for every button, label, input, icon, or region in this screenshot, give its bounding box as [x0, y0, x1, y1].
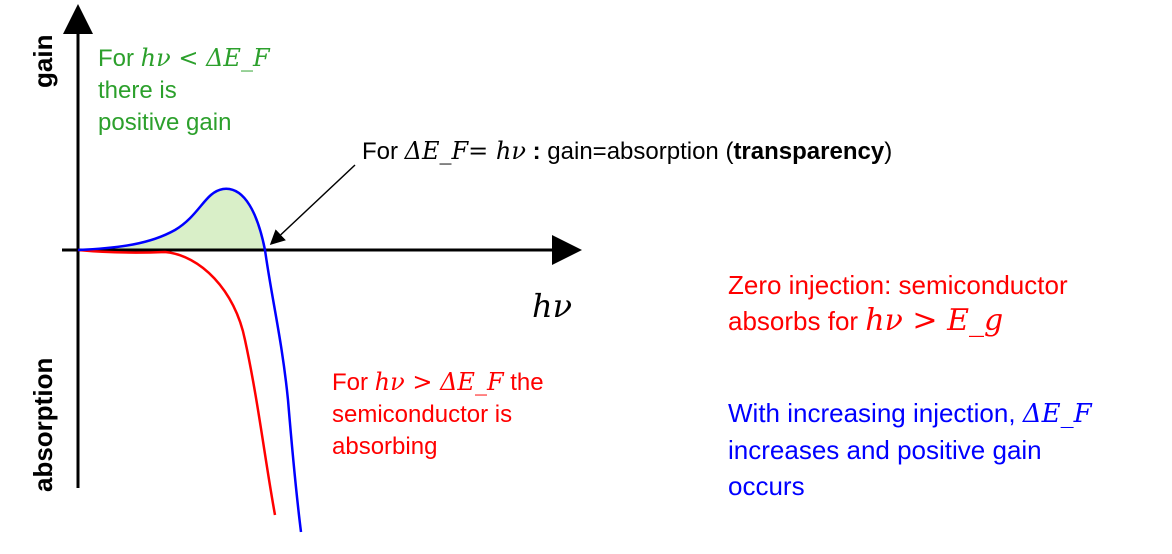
transparency-note: For ΔE_F= hν : gain=absorption (transpar… — [362, 137, 893, 165]
y-axis-absorption-label: absorption — [28, 357, 58, 492]
increasing-injection-note: With increasing injection, ΔE_F increase… — [728, 398, 1092, 501]
transparency-arrow — [269, 164, 356, 246]
y-axis-gain-label: gain — [28, 34, 58, 88]
injection-curve — [77, 187, 303, 533]
positive-gain-area — [78, 188, 265, 250]
absorbing-note: For hν > ΔE_F the semiconductor is absor… — [332, 368, 544, 460]
positive-gain-note: For hν < ΔE_F there is positive gain — [98, 44, 270, 136]
x-axis-label: hν — [532, 287, 573, 325]
zero-injection-note: Zero injection: semiconductor absorbs fo… — [728, 270, 1068, 338]
zero-injection-curve — [77, 248, 277, 516]
